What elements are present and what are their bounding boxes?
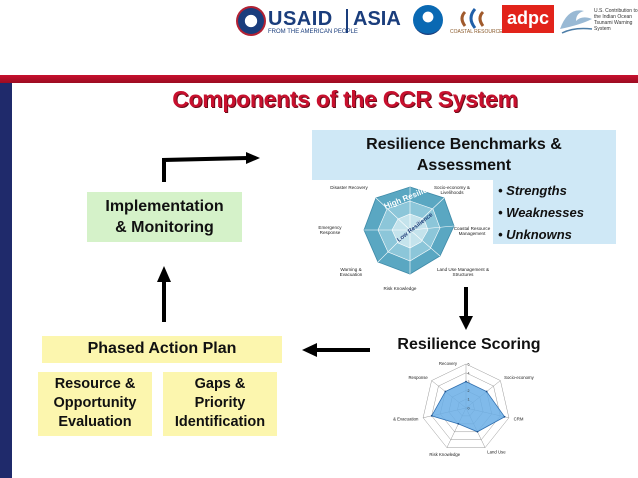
radar-spokes (364, 187, 455, 274)
header-red-line (0, 75, 638, 83)
crc-logo (460, 8, 485, 29)
axis-label-disaster-recovery: Disaster Recovery (330, 185, 368, 190)
resource-line2: Opportunity (53, 395, 137, 411)
tsunami-wave-logo (560, 10, 593, 34)
noaa-seal-logo (413, 5, 443, 35)
axis-label-socio-economy: Socio-economy & Livelihoods (433, 185, 470, 196)
benchmarks-title-line1: Resilience Benchmarks & (366, 136, 562, 153)
arrowhead-to-benchmarks (246, 152, 260, 164)
list-item-weaknesses: • Weaknesses (498, 205, 584, 220)
scoring-point (465, 380, 467, 383)
list-item-strengths: • Strengths (498, 183, 567, 198)
slide-title: Components of the CCR System (172, 86, 518, 112)
scoring-point (430, 414, 433, 417)
axis-label-warning-evacuation: Warning & Evacuation (339, 267, 363, 278)
list-item-unknowns: • Unknowns (498, 227, 572, 242)
resource-label: Resource & Opportunity Evaluation (38, 375, 152, 432)
axis-label-coastal-resource: Coastal Resource Management (453, 226, 491, 237)
scoring-axis-label: Response (408, 375, 428, 380)
scoring-point (485, 390, 488, 393)
scoring-point (476, 430, 479, 433)
gaps-box (163, 372, 277, 436)
scoring-axis-label: Warning & Evacuation (392, 416, 419, 421)
gaps-line3: Identification (174, 414, 266, 430)
scoring-tick-label: 1 (468, 398, 470, 402)
arrowhead-to-scoring (459, 316, 473, 330)
adpc-logo: adpc (502, 5, 554, 33)
arrow-impl-to-benchmarks (162, 156, 249, 182)
gaps-label: Gaps & Priority Identification (163, 375, 277, 432)
usaid-logo-text: USAID (268, 8, 333, 30)
benchmarks-title-line2: Assessment (416, 157, 512, 174)
phased-plan-box (42, 336, 282, 363)
implementation-label: Implementation & Monitoring (87, 196, 242, 238)
implementation-line2: & Monitoring (115, 219, 214, 236)
phased-plan-label: Phased Action Plan (87, 340, 237, 357)
resource-line3: Evaluation (58, 414, 132, 430)
scoring-title: Resilience Scoring (397, 336, 541, 353)
benchmarks-list-box (493, 180, 616, 244)
benchmarks-title: Resilience Benchmarks & Assessment (312, 134, 616, 176)
implementation-box (87, 192, 242, 242)
scoring-grid-ring (422, 363, 510, 448)
scoring-tick-label: 2 (468, 389, 470, 393)
scoring-point (503, 415, 506, 418)
scoring-point (444, 390, 447, 393)
logo-divider (346, 9, 348, 33)
scoring-tick-label: 0 (468, 407, 470, 411)
scoring-axis-label: Recovery (439, 361, 458, 366)
arrowhead-to-impl (157, 266, 171, 282)
resource-line1: Resource & (54, 376, 136, 392)
resilience-radar-diagram: High Resilience Low Resilience (363, 180, 455, 275)
scoring-tick-label: 3 (468, 380, 470, 384)
scoring-axis-label: CRM (514, 416, 524, 421)
scoring-tick-label: 4 (468, 371, 470, 375)
scoring-tick-label: 5 (468, 363, 470, 367)
scoring-grid-ring (431, 372, 501, 440)
gaps-line2: Priority (194, 395, 246, 411)
axis-label-emergency-response: Emergency Response (318, 225, 342, 236)
scoring-axis-label: Land Use (487, 450, 506, 455)
itws-logo-text: U.S. Contribution to the Indian Ocean Ts… (594, 8, 638, 32)
left-accent-bar (0, 83, 12, 478)
asia-logo-text: ASIA (353, 8, 401, 30)
implementation-line1: Implementation (105, 198, 224, 215)
usaid-seal-logo (236, 6, 266, 36)
scoring-axis-label: Socio-economy (504, 375, 534, 380)
arrowhead-to-phased (302, 343, 317, 357)
scoring-area (431, 381, 506, 433)
resource-box (38, 372, 152, 436)
gaps-line1: Gaps & (194, 376, 246, 392)
benchmarks-box (312, 130, 616, 180)
scoring-point (457, 422, 460, 425)
axis-label-risk-knowledge: Risk Knowledge (383, 286, 417, 291)
axis-label-land-use: Land Use Management & Structures (436, 267, 490, 278)
usaid-tagline: FROM THE AMERICAN PEOPLE (268, 29, 358, 35)
crc-logo-text: COASTAL RESOURCES CENTER (450, 29, 528, 35)
scoring-axis-label: Risk Knowledge (429, 452, 460, 457)
